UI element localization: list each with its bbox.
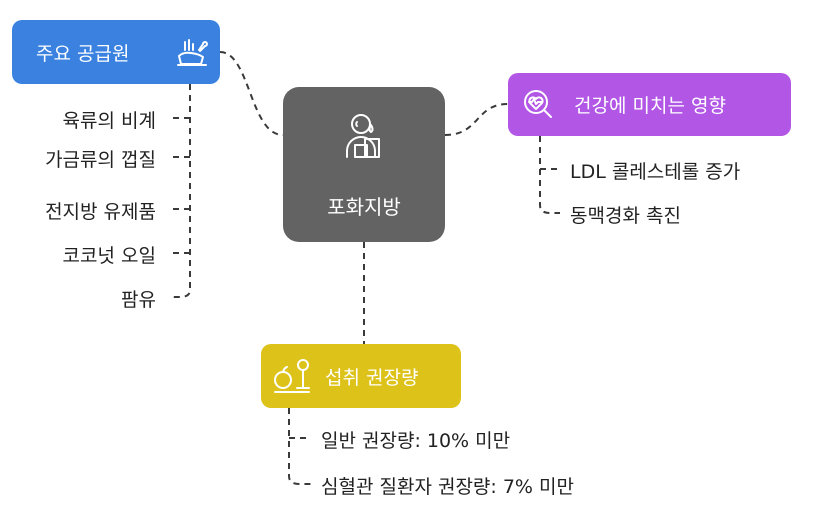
center-label: 포화지방 — [327, 195, 401, 219]
center-node: 포화지방 — [283, 87, 445, 242]
sources-item-4: 코코넛 오일 — [62, 245, 156, 267]
sources-item-2: 가금류의 껍질 — [45, 149, 156, 171]
health-item-1: LDL 콜레스테롤 증가 — [570, 161, 741, 183]
intake-item-1: 일반 권장량: 10% 미만 — [321, 430, 511, 452]
health-node: 건강에 미치는 영향 — [508, 73, 791, 136]
intake-title: 섭취 권장량 — [325, 366, 419, 389]
sources-item-1: 육류의 비계 — [62, 110, 156, 132]
heart-rate-magnifier-icon — [524, 90, 552, 118]
intake-node: 섭취 권장량 — [261, 344, 461, 408]
sources-node: 주요 공급원 — [12, 20, 220, 84]
sources-item-5: 팜유 — [121, 289, 156, 311]
intake-item-2: 심혈관 질환자 권장량: 7% 미만 — [321, 476, 574, 498]
scale-apple-icon — [274, 359, 310, 393]
person-sweating-icon — [346, 114, 380, 158]
sources-item-3: 전지방 유제품 — [45, 201, 156, 223]
health-item-2: 동맥경화 촉진 — [570, 205, 681, 227]
poultry-icon — [177, 39, 208, 66]
sources-title: 주요 공급원 — [36, 42, 130, 65]
health-title: 건강에 미치는 영향 — [574, 95, 726, 117]
